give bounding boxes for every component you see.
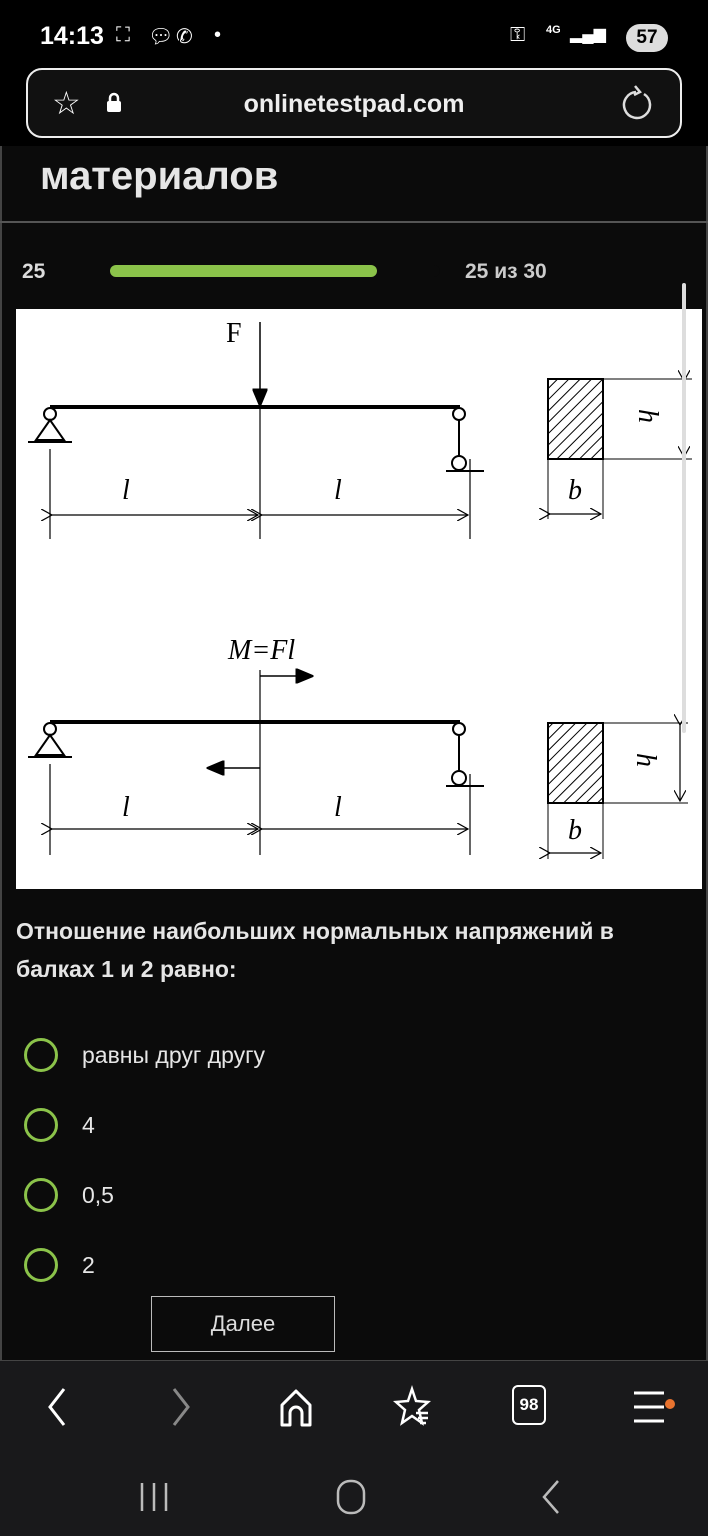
network-type: 4G xyxy=(546,24,561,36)
progress-count: 25 из 30 xyxy=(465,260,547,283)
option-label: 0,5 xyxy=(82,1181,114,1208)
moment-label: M=Fl xyxy=(227,635,295,666)
answer-option[interactable]: 4 xyxy=(24,1105,95,1145)
beam-2 xyxy=(28,670,688,859)
answer-option[interactable]: равны друг другу xyxy=(24,1035,265,1075)
battery-indicator: 57 xyxy=(626,24,668,52)
option-label: 2 xyxy=(82,1251,95,1278)
browser-toolbar: 98 xyxy=(0,1360,708,1536)
length-label: l xyxy=(334,475,342,506)
width-label: b xyxy=(568,475,582,506)
radio-button[interactable] xyxy=(24,1038,58,1072)
scrollbar[interactable] xyxy=(682,283,686,733)
radio-button[interactable] xyxy=(24,1248,58,1282)
progress-fill xyxy=(110,265,377,277)
status-bar: 14:13 ⛶ 💬︎ ✆ • ⚿ 4G ▂▄▆ 57 xyxy=(0,0,708,66)
signal-icon: ▂▄▆ xyxy=(570,26,606,43)
question-text: Отношение наибольших нормальных напряжен… xyxy=(16,918,614,982)
height-label: h xyxy=(632,409,663,423)
dot-icon: • xyxy=(214,24,222,46)
system-back-icon[interactable] xyxy=(530,1477,570,1521)
option-label: равны друг другу xyxy=(82,1041,266,1068)
length-label: l xyxy=(122,792,130,823)
whatsapp-icon: ✆ xyxy=(176,26,193,48)
address-bar[interactable]: ☆ onlinetestpad.com xyxy=(26,68,682,138)
menu-icon[interactable] xyxy=(620,1383,680,1429)
screenshot-icon: ⛶ xyxy=(116,24,130,46)
option-label: 4 xyxy=(82,1111,95,1138)
recent-apps-icon[interactable] xyxy=(130,1479,180,1519)
beam-1 xyxy=(28,322,692,539)
radio-button[interactable] xyxy=(24,1178,58,1212)
url-text[interactable]: onlinetestpad.com xyxy=(243,90,465,118)
home-button-icon[interactable] xyxy=(326,1477,376,1521)
question-figure: F l l b h M=Fl l l b h xyxy=(16,309,702,889)
answer-option[interactable]: 2 xyxy=(24,1245,95,1285)
width-label: b xyxy=(568,815,582,846)
back-icon[interactable] xyxy=(28,1383,88,1429)
length-label: l xyxy=(122,475,130,506)
question-number: 25 xyxy=(22,260,46,283)
reload-icon[interactable] xyxy=(620,84,656,129)
next-button[interactable]: Далее xyxy=(151,1296,335,1352)
bookmarks-icon[interactable] xyxy=(382,1383,442,1429)
tabs-button[interactable]: 98 xyxy=(512,1385,546,1425)
divider xyxy=(0,221,708,223)
lock-icon xyxy=(106,92,122,112)
forward-icon[interactable] xyxy=(150,1383,210,1429)
chat-icon: 💬︎ xyxy=(148,26,174,48)
star-icon[interactable]: ☆ xyxy=(52,85,81,121)
clock: 14:13 xyxy=(40,22,104,50)
test-title: материалов xyxy=(40,154,279,198)
home-icon[interactable] xyxy=(266,1383,326,1429)
force-label: F xyxy=(226,318,242,349)
radio-button[interactable] xyxy=(24,1108,58,1142)
height-label: h xyxy=(630,753,661,767)
length-label: l xyxy=(334,792,342,823)
answer-option[interactable]: 0,5 xyxy=(24,1175,114,1215)
vpn-key-icon: ⚿ xyxy=(510,24,526,46)
